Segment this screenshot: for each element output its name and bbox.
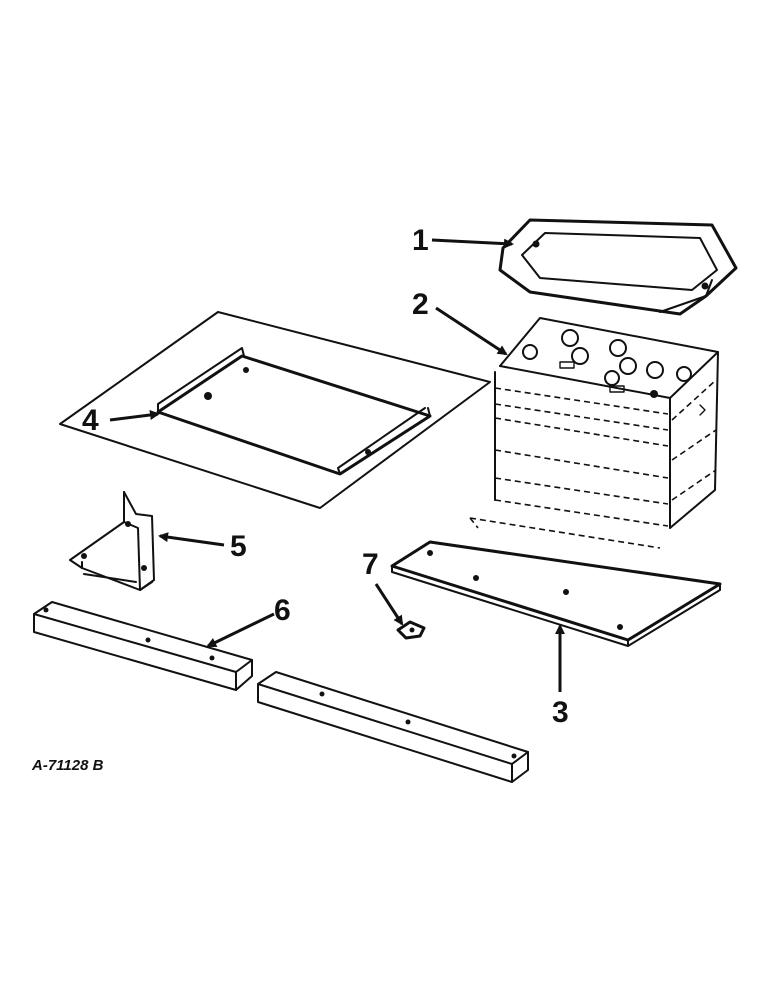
leader-6 bbox=[206, 612, 275, 648]
callout-1: 1 bbox=[412, 224, 429, 257]
part-2-battery bbox=[494, 317, 719, 529]
part-3-base-plate bbox=[390, 517, 722, 647]
part-7-clip-nut bbox=[396, 620, 426, 640]
leader-5 bbox=[158, 532, 225, 547]
leader-2 bbox=[435, 306, 508, 356]
callout-6: 6 bbox=[274, 594, 291, 627]
leader-1 bbox=[431, 238, 514, 249]
leader-4 bbox=[109, 410, 160, 422]
callout-4: 4 bbox=[82, 404, 99, 437]
part-6-angle-supports bbox=[33, 601, 529, 783]
part-4-tray bbox=[59, 311, 491, 509]
callout-3: 3 bbox=[552, 696, 569, 729]
part-1-hold-down-frame bbox=[498, 218, 738, 316]
part-5-bracket bbox=[69, 491, 155, 591]
leader-7 bbox=[374, 583, 404, 626]
callout-7: 7 bbox=[362, 548, 379, 581]
callout-5: 5 bbox=[230, 530, 247, 563]
callout-2: 2 bbox=[412, 288, 429, 321]
figure-id: A-71128 B bbox=[31, 757, 104, 774]
